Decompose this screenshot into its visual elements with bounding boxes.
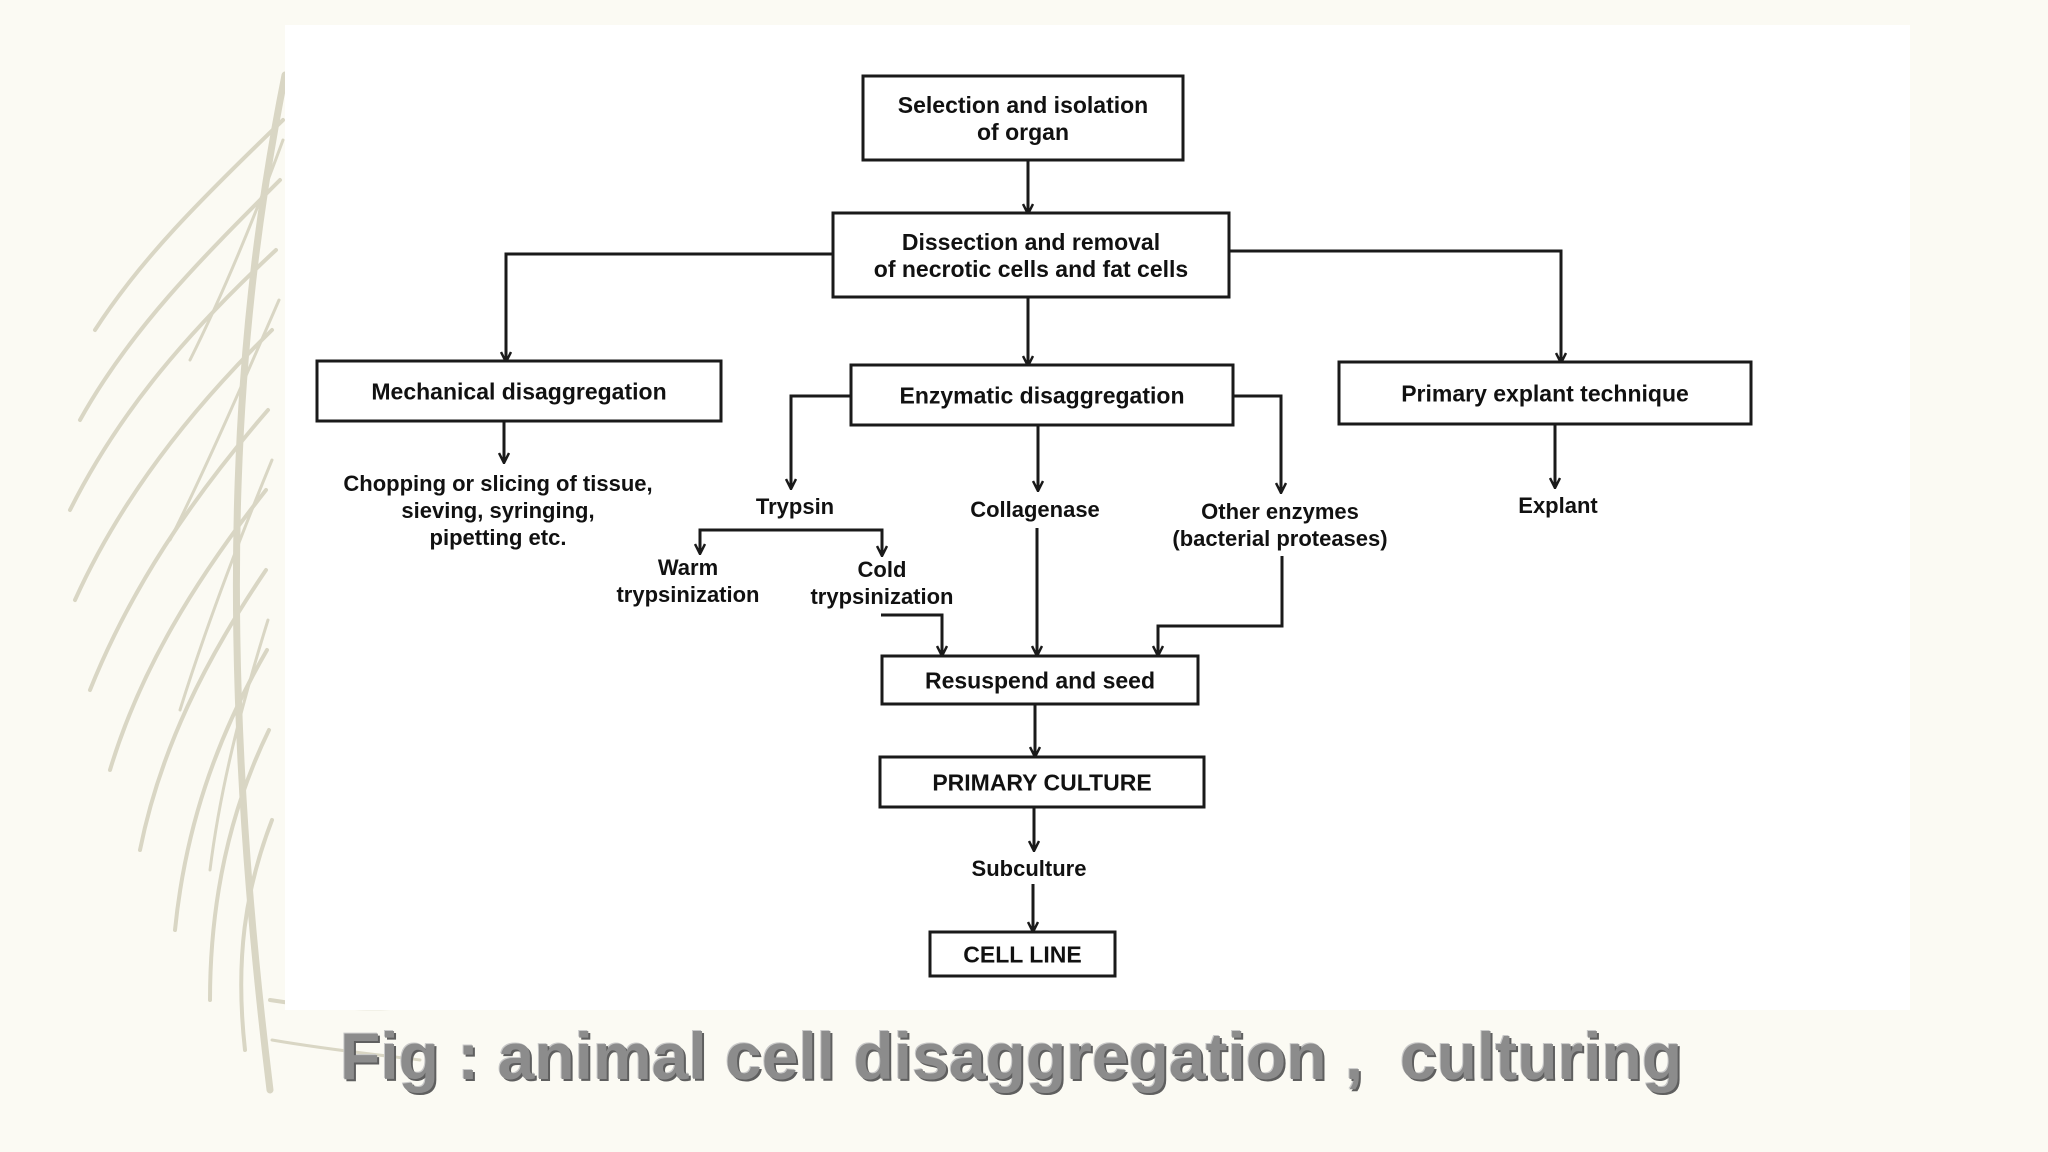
node-box <box>831 211 1231 299</box>
node-label: Primary explant technique <box>1401 380 1689 406</box>
edge-enzymatic-to-trypsin <box>791 394 851 488</box>
edge-trypsin-to-cold <box>790 528 882 555</box>
node-label: Cold <box>858 557 907 582</box>
node-label: CELL LINE <box>963 941 1081 967</box>
node-label: PRIMARY CULTURE <box>932 769 1151 795</box>
node-label: Explant <box>1518 493 1598 518</box>
node-label: trypsinization <box>810 584 953 609</box>
node-label: of necrotic cells and fat cells <box>874 256 1188 282</box>
node-cell-line: CELL LINE <box>928 930 1117 978</box>
edge-other-enzymes-to-resuspend <box>1158 556 1284 655</box>
node-label: Selection and isolation <box>898 92 1148 118</box>
node-box <box>880 654 1200 706</box>
edge-enzymatic-to-other-enzymes <box>1233 394 1281 492</box>
node-label: Resuspend and seed <box>925 667 1155 693</box>
node-label: (bacterial proteases) <box>1172 526 1387 551</box>
node-label: Other enzymes <box>1201 499 1359 524</box>
edge-dissection-to-explant-technique <box>1229 249 1561 362</box>
node-label: sieving, syringing, <box>401 498 594 523</box>
node-label: Subculture <box>972 856 1087 881</box>
edge-dissection-to-mechanical <box>506 252 833 361</box>
node-label: trypsinization <box>616 582 759 607</box>
diagram-panel <box>285 25 1910 1010</box>
node-resuspend: Resuspend and seed <box>880 654 1200 706</box>
node-collagenase: Collagenase <box>970 497 1100 522</box>
edge-cold-to-resuspend <box>881 613 942 655</box>
node-label: Collagenase <box>970 497 1100 522</box>
node-enzymatic: Enzymatic disaggregation <box>849 363 1235 427</box>
node-label: Mechanical disaggregation <box>371 378 666 404</box>
node-label: Enzymatic disaggregation <box>899 382 1184 408</box>
node-other-enzymes: Other enzymes(bacterial proteases) <box>1172 499 1387 551</box>
node-mechanical: Mechanical disaggregation <box>315 359 723 423</box>
node-label: Dissection and removal <box>902 229 1160 255</box>
edge-trypsin-to-warm <box>700 528 790 553</box>
node-box <box>878 755 1206 809</box>
node-subculture: Subculture <box>972 856 1087 881</box>
node-label: of organ <box>977 119 1069 145</box>
node-explant: Explant <box>1518 493 1598 518</box>
node-label: Trypsin <box>756 494 834 519</box>
node-box <box>1337 360 1753 426</box>
node-trypsin: Trypsin <box>756 494 834 519</box>
node-box <box>928 930 1117 978</box>
node-label: Warm <box>658 555 718 580</box>
node-explant-technique: Primary explant technique <box>1337 360 1753 426</box>
node-primary-culture: PRIMARY CULTURE <box>878 755 1206 809</box>
node-label: pipetting etc. <box>430 525 567 550</box>
figure-caption: Fig : animal cell disaggregation , cultu… <box>340 1019 1683 1093</box>
node-box <box>849 363 1235 427</box>
node-box <box>861 74 1185 162</box>
node-box <box>315 359 723 423</box>
node-label: Chopping or slicing of tissue, <box>343 471 652 496</box>
node-chopping: Chopping or slicing of tissue,sieving, s… <box>343 471 652 550</box>
